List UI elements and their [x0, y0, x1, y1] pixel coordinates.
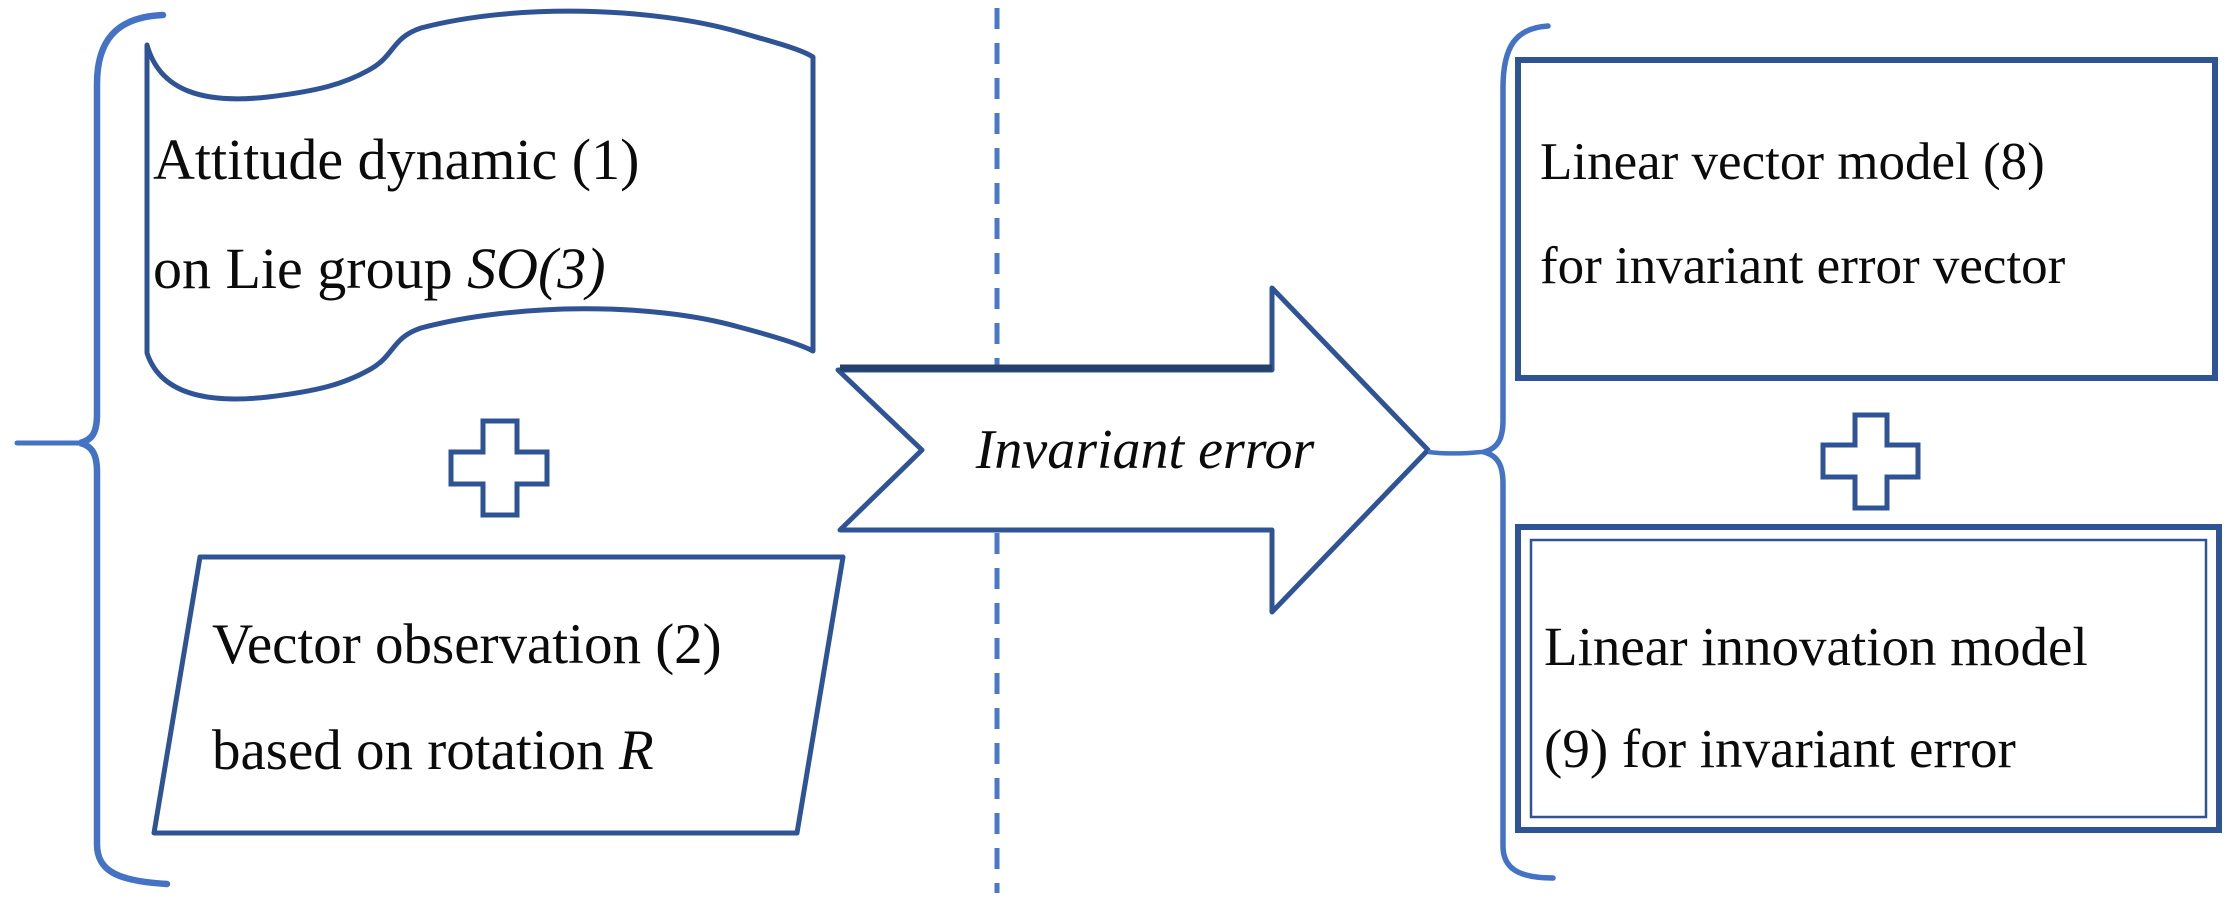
linear-innovation-model-box-inner-border	[1529, 538, 2208, 819]
parallelogram-label: Vector observation (2) based on rotation…	[212, 592, 722, 804]
linear-innovation-model-line1: Linear innovation model	[1544, 616, 2088, 677]
right-curly-brace	[1473, 23, 1556, 881]
linear-innovation-model-box	[1515, 524, 2222, 833]
parallelogram-label-line2: based on rotation R	[212, 698, 722, 804]
invariant-error-arrow-label: Invariant error	[975, 419, 1315, 481]
linear-innovation-model-label: Linear innovation model (9) for invarian…	[1544, 596, 2088, 800]
parallelogram-label-line2-text: based on rotation	[212, 719, 619, 782]
parallelogram-label-line2-math: R	[618, 719, 654, 782]
parallelogram-label-line1: Vector observation (2)	[212, 613, 722, 676]
arrow-to-brace-connector-line	[1427, 449, 1482, 456]
wave-shape-label: Attitude dynamic (1) on Lie group SO(3)	[153, 105, 639, 323]
wave-label-line1: Attitude dynamic (1)	[153, 127, 640, 192]
linear-vector-model-label: Linear vector model (8) for invariant er…	[1540, 110, 2065, 318]
linear-innovation-model-line2: (9) for invariant error	[1544, 718, 2016, 779]
linear-vector-model-line1: Linear vector model (8)	[1540, 133, 2045, 191]
parallelogram-shape	[151, 554, 846, 836]
invariant-error-arrow-shape	[835, 285, 1431, 615]
plus-icon	[448, 418, 550, 518]
wave-shape	[144, 8, 816, 402]
linear-vector-model-box	[1515, 57, 2218, 381]
linear-vector-model-line2: for invariant error vector	[1540, 237, 2066, 295]
wave-label-line2-text: on Lie group	[153, 236, 468, 301]
wave-label-line2: on Lie group SO(3)	[153, 214, 639, 323]
wave-label-line2-math: SO(3)	[467, 236, 606, 301]
plus-icon	[1820, 412, 1921, 511]
